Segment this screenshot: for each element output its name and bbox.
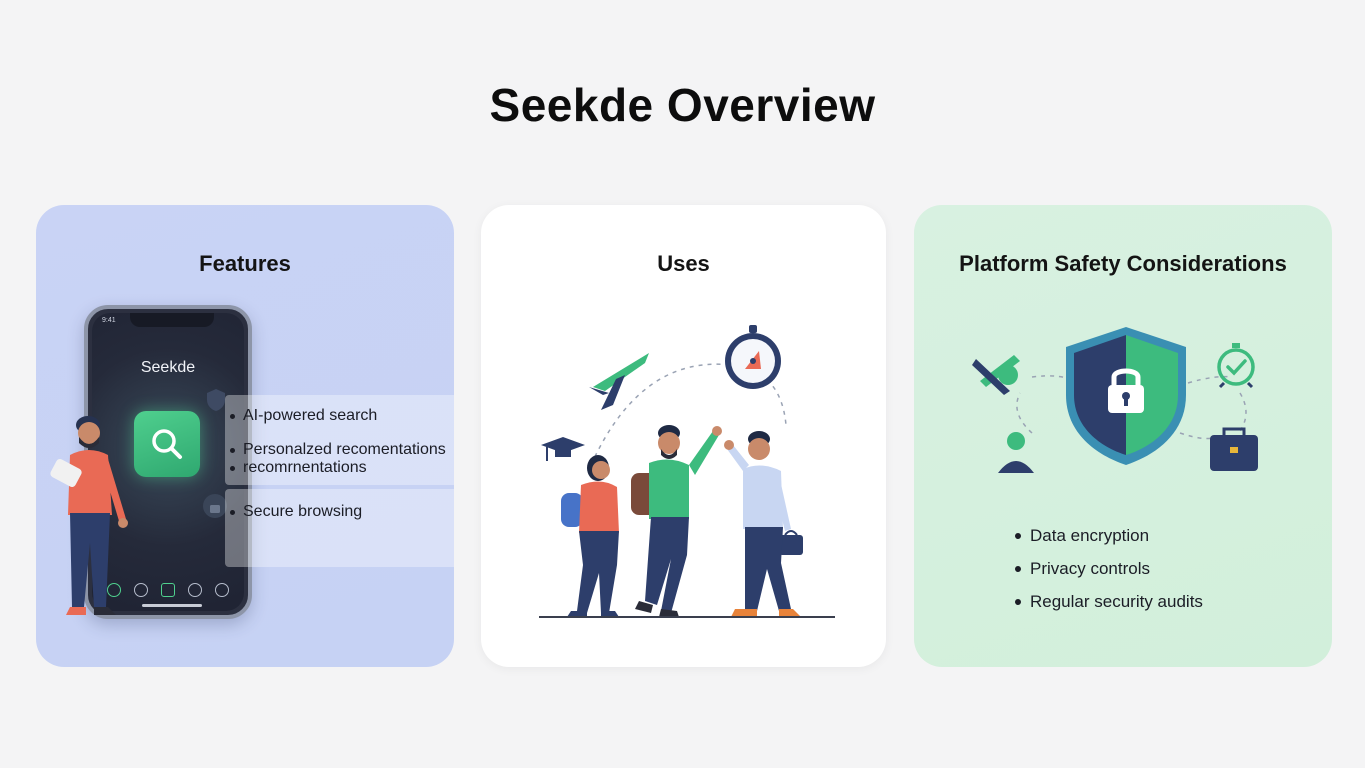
- uses-illustration: [539, 325, 835, 618]
- page-title: Seekde Overview: [489, 79, 876, 131]
- phone-screen: 9:41 Seekde: [92, 313, 244, 611]
- feature-panel-top: AI-powered search Personalzed recomentat…: [225, 395, 454, 485]
- feature-panel-bottom: Secure browsing: [225, 489, 454, 567]
- compass-icon: [725, 325, 781, 389]
- person-illustration: [50, 416, 128, 615]
- shield-lock-icon: [1066, 327, 1186, 465]
- phone-nav-bar: [92, 583, 244, 597]
- phone-notch: [130, 313, 214, 327]
- woman-illustration: [561, 455, 619, 617]
- phone-status-time: 9:41: [102, 317, 116, 324]
- man-green-illustration: [631, 425, 722, 617]
- safety-item-encryption: Data encryption: [1015, 525, 1203, 546]
- man-blue-illustration: [724, 431, 803, 617]
- features-title: Features: [199, 251, 291, 276]
- user-icon: [998, 432, 1034, 473]
- phone-mockup: 9:41 Seekde: [84, 305, 252, 619]
- nav-search-icon[interactable]: [160, 583, 175, 597]
- nav-home-icon[interactable]: [106, 583, 121, 597]
- safety-illustration: [972, 327, 1258, 473]
- search-icon: [152, 429, 182, 459]
- safety-list: Data encryption Privacy controls Regular…: [1015, 525, 1203, 624]
- shield-small-icon: [207, 389, 225, 411]
- safety-card: Platform Safety Considerations: [914, 205, 1332, 667]
- feature-item-secure-browsing: Secure browsing: [229, 503, 363, 520]
- nav-smile-icon[interactable]: [133, 583, 148, 597]
- safety-item-audits: Regular security audits: [1015, 592, 1203, 611]
- stopwatch-icon: [1217, 343, 1255, 389]
- feature-item-recommendations-cont: recomrnentations: [230, 459, 367, 476]
- uses-card: Uses: [481, 205, 886, 667]
- uses-title: Uses: [657, 251, 710, 276]
- briefcase-icon: [1210, 427, 1258, 471]
- nav-profile-icon[interactable]: [215, 583, 230, 597]
- nav-chat-icon[interactable]: [188, 583, 203, 597]
- features-card: Features 9:41 Seekde: [36, 205, 454, 667]
- search-app-button[interactable]: [134, 411, 200, 477]
- feature-item-ai-search: AI-powered search: [229, 407, 378, 424]
- safety-title: Platform Safety Considerations: [959, 251, 1287, 276]
- phone-app-name: Seekde: [140, 359, 196, 376]
- home-indicator: [142, 604, 202, 607]
- airplane-icon: [589, 353, 649, 410]
- tools-icon: [972, 355, 1020, 395]
- feature-item-recommendations: Personalzed recomentations: [230, 441, 446, 458]
- safety-item-privacy: Privacy controls: [1015, 558, 1203, 579]
- lock-small-icon: [203, 494, 227, 518]
- graduation-cap-icon: [541, 437, 585, 461]
